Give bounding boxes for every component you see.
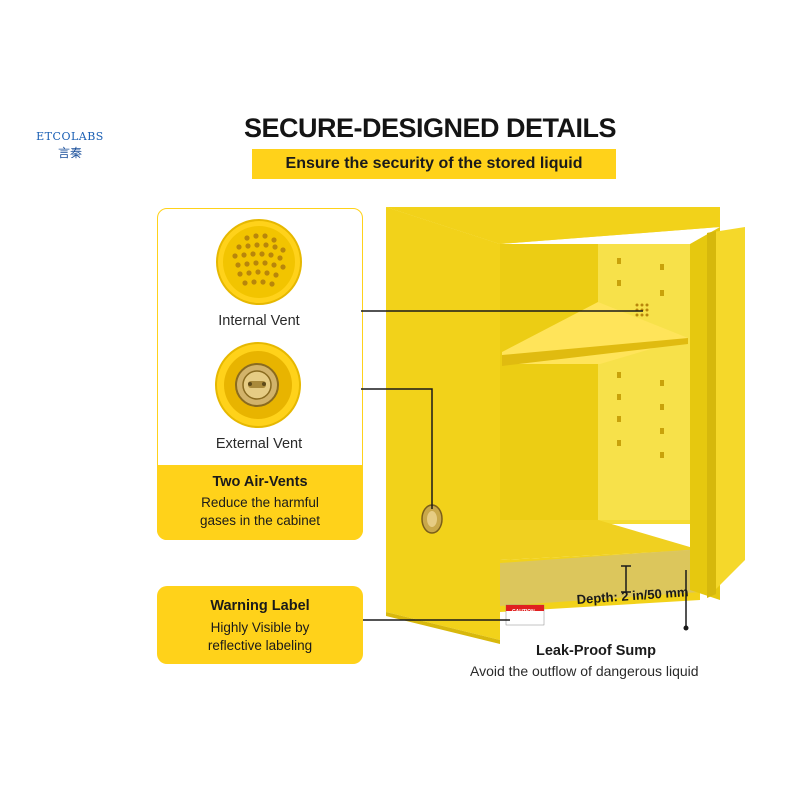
- warning-title: Warning Label: [210, 598, 310, 614]
- sump-depth-band: [500, 549, 700, 606]
- warning-panel: [157, 586, 363, 664]
- brand-name: ETCOLABS: [36, 130, 104, 143]
- internal-vent-label: Internal Vent: [218, 313, 300, 329]
- page-title: SECURE-DESIGNED DETAILS: [243, 113, 617, 143]
- sump-text: Avoid the outflow of dangerous liquid: [470, 663, 699, 679]
- subtitle-bar: [252, 149, 616, 179]
- external-vent-icon: [215, 342, 301, 428]
- sump-title: Leak-Proof Sump: [536, 643, 657, 659]
- callout-lines: [361, 310, 687, 628]
- vent-holes: [232, 233, 286, 287]
- warning-line2: reflective labeling: [207, 638, 313, 653]
- warning-line1: Highly Visible by: [210, 620, 310, 635]
- air-vents-title: Two Air-Vents: [212, 474, 308, 490]
- page-subtitle: Ensure the security of the stored liquid: [285, 155, 583, 172]
- internal-vent-icon: [216, 219, 302, 305]
- brand-sub: 言秦: [57, 146, 82, 160]
- caution-text: CAUTION: [512, 609, 535, 615]
- external-vent-label: External Vent: [215, 436, 303, 452]
- cabinet-illustration: [386, 207, 745, 644]
- air-vents-line1: Reduce the harmful: [201, 495, 319, 510]
- depth-dimension: [621, 565, 631, 593]
- air-vents-line2: gases in the cabinet: [199, 513, 321, 528]
- vents-band: [157, 465, 363, 540]
- cabinet-door: [707, 227, 745, 598]
